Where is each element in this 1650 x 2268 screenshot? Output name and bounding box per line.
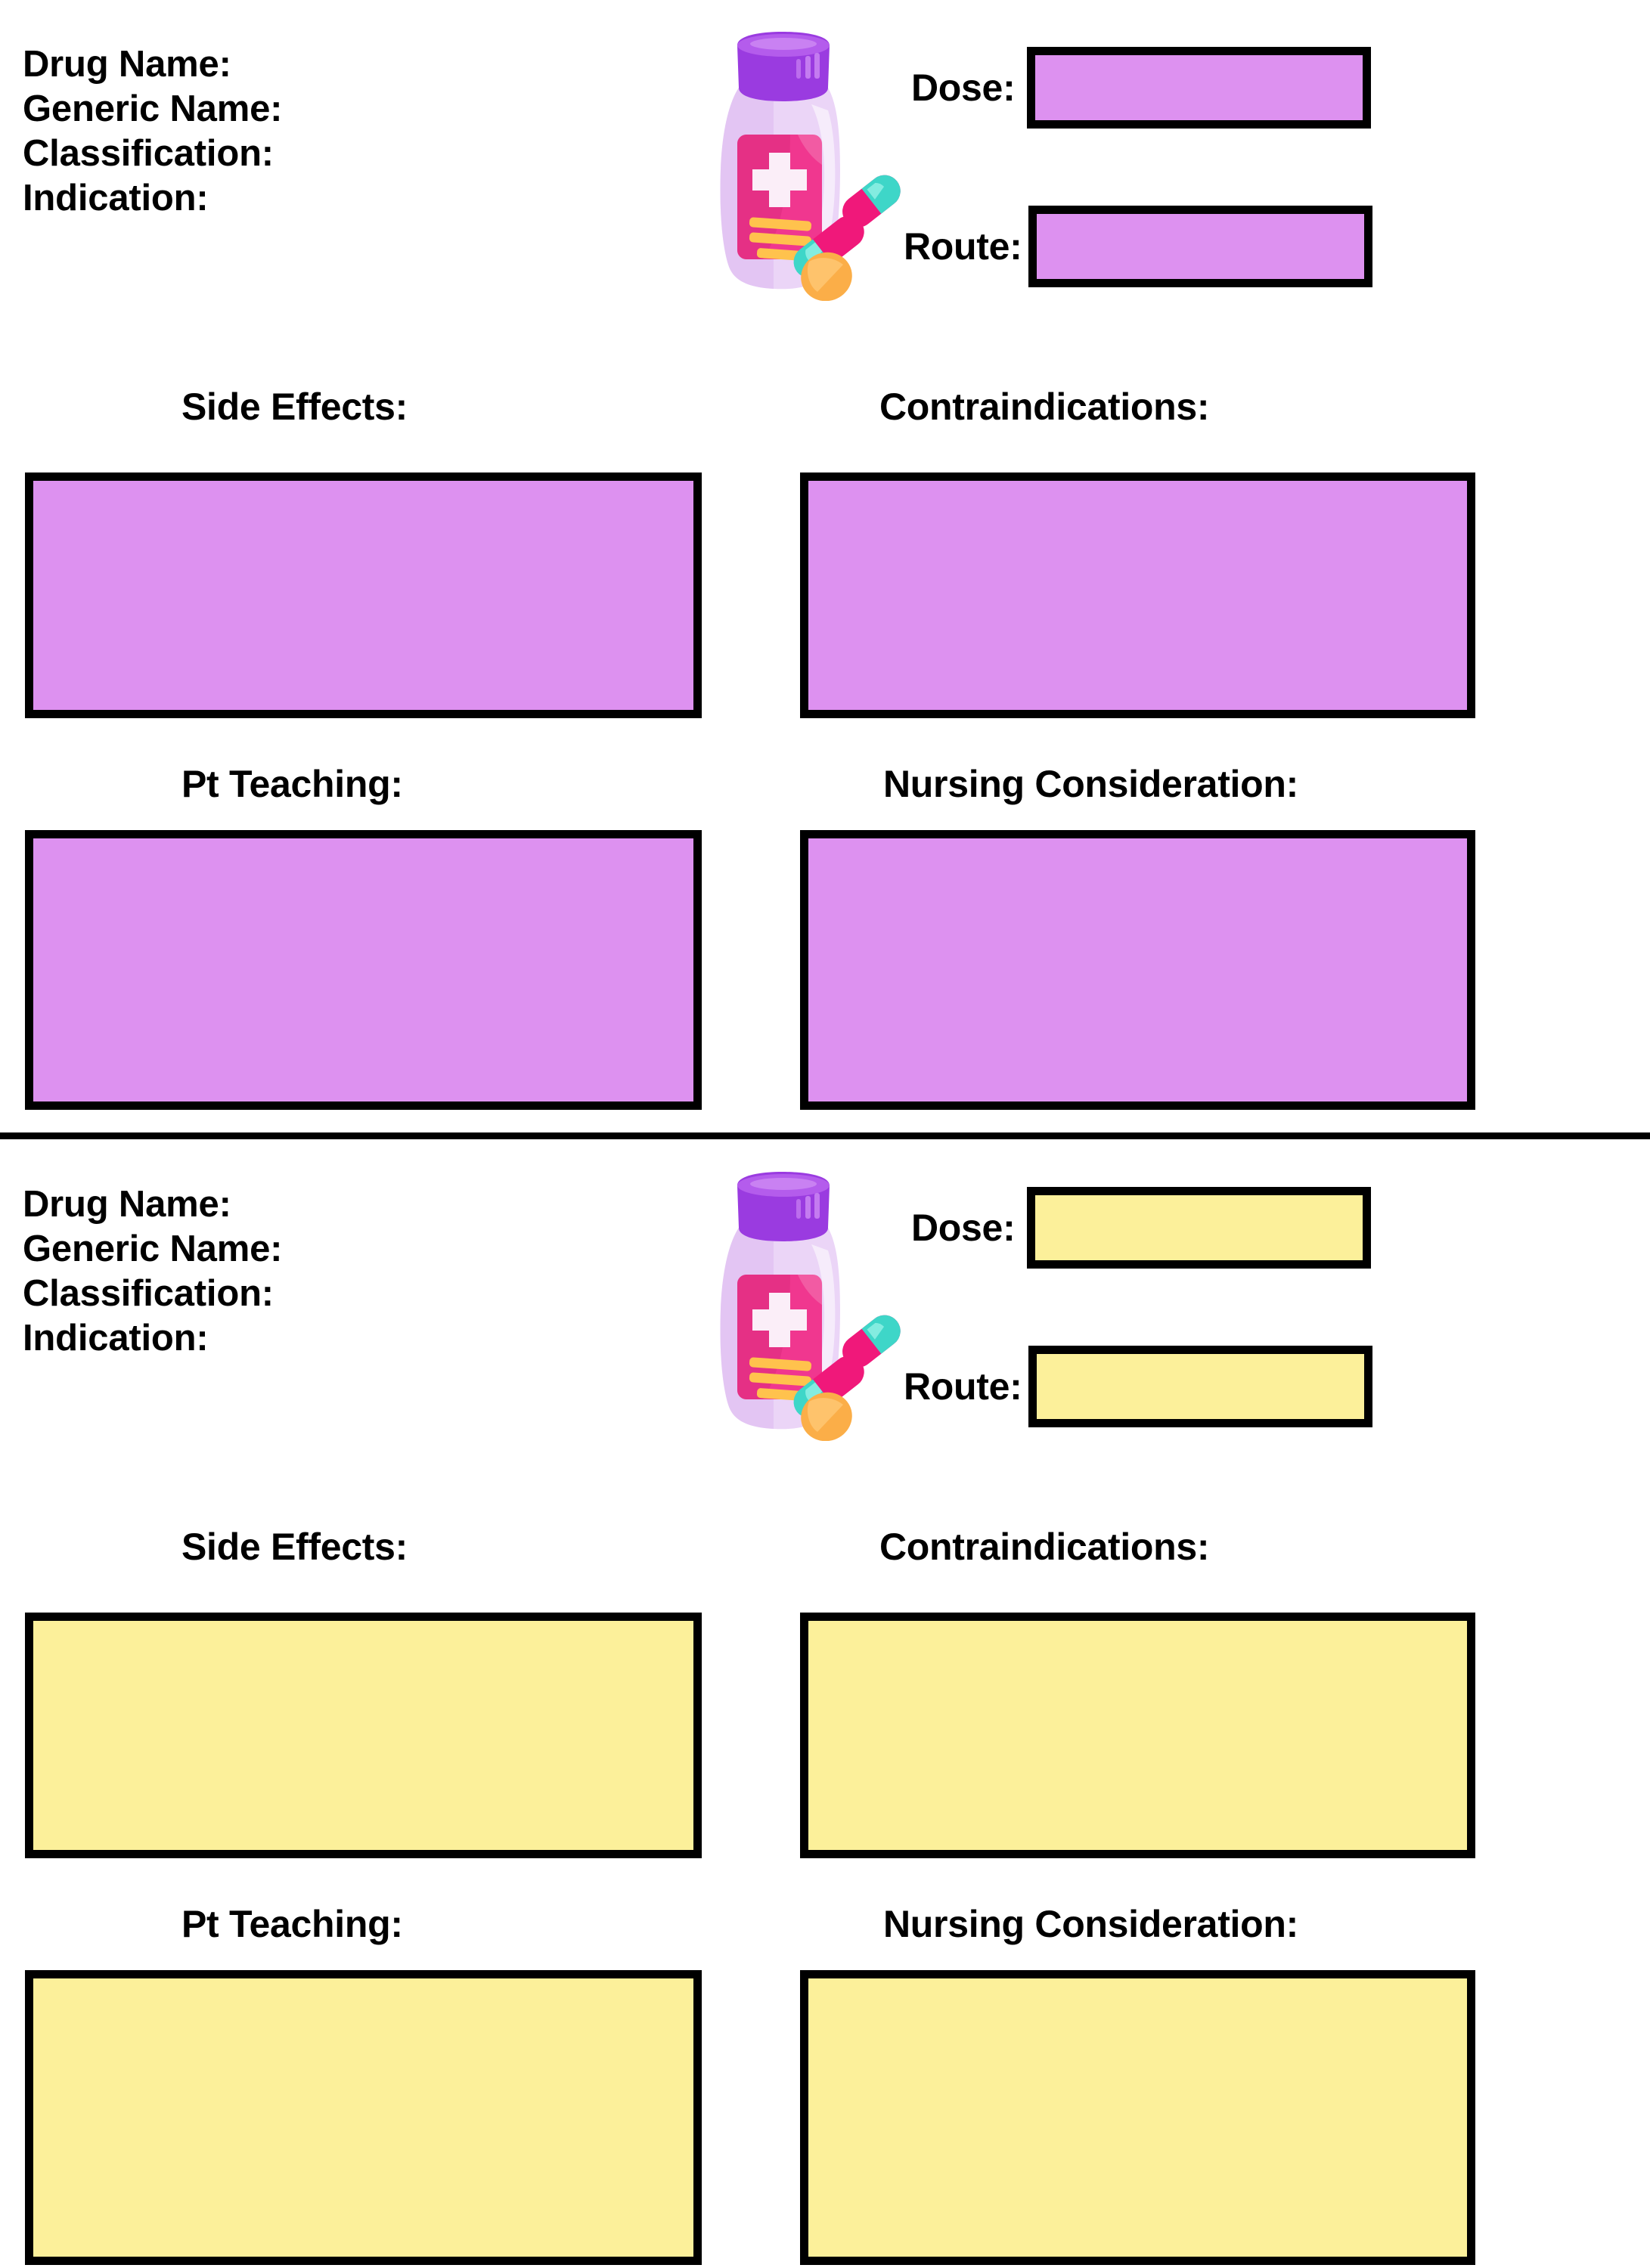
card-2-nursing-consideration-heading: Nursing Consideration: [883,1903,1298,1945]
card-2-drug-name-label: Drug Name: [23,1184,231,1225]
card-2-side-effects-heading: Side Effects: [181,1526,408,1568]
card-divider [0,1132,1650,1139]
card-2-dose-field: Dose: [911,1187,1372,1269]
card-2-route-input[interactable] [1028,1346,1372,1427]
card-1-route-input[interactable] [1028,206,1372,287]
card-2-dose-input[interactable] [1027,1187,1372,1269]
card-1-contraindications-heading: Contraindications: [879,386,1210,428]
card-1-indication-label: Indication: [23,178,209,219]
pill-bottle-icon [684,1169,904,1441]
card-1-dose-input[interactable] [1027,47,1372,129]
card-1-route-field: Route: [904,206,1372,287]
card-1-dose-field: Dose: [911,47,1372,129]
card-1-contraindications-box[interactable] [800,472,1475,718]
card-2-pt-teaching-box[interactable] [25,1970,702,2265]
card-2-contraindications-heading: Contraindications: [879,1526,1210,1568]
card-2-generic-name-label: Generic Name: [23,1228,283,1270]
card-1-generic-name-label: Generic Name: [23,88,283,130]
card-2-pt-teaching-heading: Pt Teaching: [181,1903,403,1945]
card-2-route-label: Route: [904,1365,1022,1408]
card-1-drug-name-label: Drug Name: [23,44,231,85]
card-1-pt-teaching-box[interactable] [25,830,702,1110]
card-2-contraindications-box[interactable] [800,1613,1475,1858]
card-1-nursing-consideration-box[interactable] [800,830,1475,1110]
card-1-top-row: Drug Name: Generic Name: Classification:… [0,0,1650,325]
card-1-pt-teaching-heading: Pt Teaching: [181,763,403,805]
card-1-classification-label: Classification: [23,133,274,175]
card-2-classification-label: Classification: [23,1273,274,1315]
card-2-route-field: Route: [904,1346,1372,1427]
card-2-dose-label: Dose: [911,1207,1016,1249]
drug-card-2: Drug Name: Generic Name: Classification:… [0,1140,1650,2268]
card-2-top-row: Drug Name: Generic Name: Classification:… [0,1140,1650,1465]
card-2-nursing-consideration-box[interactable] [800,1970,1475,2265]
card-1-side-effects-heading: Side Effects: [181,386,408,428]
drug-card-1: Drug Name: Generic Name: Classification:… [0,0,1650,1110]
pill-bottle-icon [684,29,904,301]
card-2-identity-block: Drug Name: Generic Name: Classification:… [23,1182,282,1361]
card-2-indication-label: Indication: [23,1318,209,1359]
card-1-side-effects-box[interactable] [25,472,702,718]
card-1-identity-block: Drug Name: Generic Name: Classification:… [23,42,282,221]
card-1-route-label: Route: [904,225,1022,268]
card-1-dose-label: Dose: [911,67,1016,109]
card-1-nursing-consideration-heading: Nursing Consideration: [883,763,1298,805]
card-2-side-effects-box[interactable] [25,1613,702,1858]
